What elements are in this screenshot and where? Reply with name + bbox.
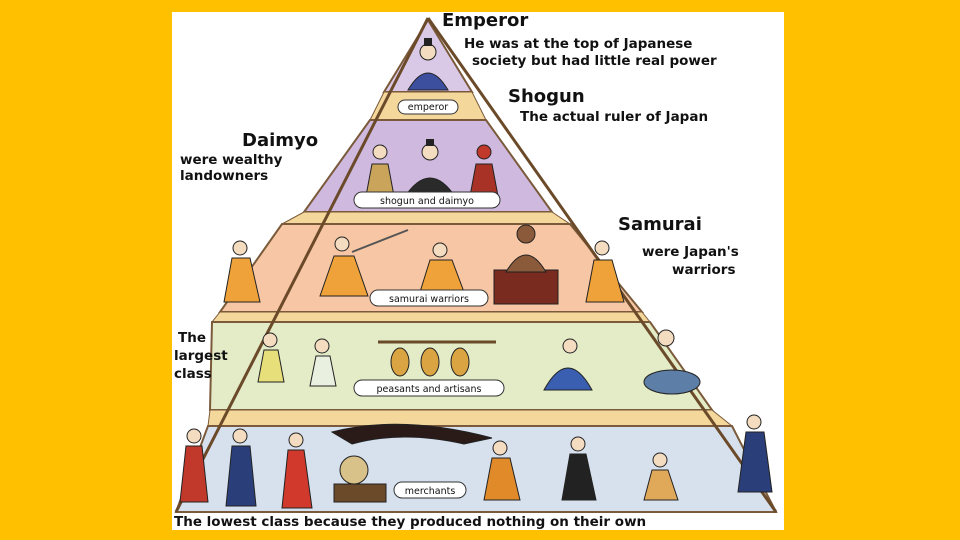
- callout-largest-line-3: class: [174, 366, 212, 382]
- callout-lowest-class: The lowest class because they produced n…: [174, 514, 646, 530]
- callout-largest-class: The largest class: [174, 330, 228, 382]
- callout-samurai-title: Samurai: [618, 214, 702, 235]
- merchant-figures: [179, 414, 773, 509]
- callout-samurai: Samurai were Japan's warriors: [618, 214, 739, 278]
- callout-shogun-title: Shogun: [508, 86, 585, 107]
- callout-daimyo-line-2: landowners: [180, 168, 268, 184]
- tier-caption-merchants: merchants: [393, 481, 467, 499]
- callout-samurai-line-2: warriors: [672, 262, 736, 278]
- tier-caption-emperor: emperor: [397, 99, 459, 115]
- callout-emperor-title: Emperor: [442, 12, 528, 31]
- tier-caption-samurai-text: samurai warriors: [389, 294, 469, 305]
- callout-daimyo-line-1: were wealthy: [180, 152, 283, 168]
- tier-caption-peasants-artisans-text: peasants and artisans: [377, 384, 482, 395]
- callout-emperor-line-2: society but had little real power: [472, 53, 717, 69]
- tier-caption-samurai: samurai warriors: [369, 289, 489, 307]
- samurai-figures: [223, 224, 625, 305]
- peasant-artisan-figures: [257, 329, 701, 395]
- callout-samurai-line-1: were Japan's: [642, 244, 739, 260]
- tier-caption-emperor-text: emperor: [408, 102, 448, 113]
- tier-caption-peasants-artisans: peasants and artisans: [353, 379, 505, 397]
- tier-caption-shogun-daimyo: shogun and daimyo: [353, 191, 501, 209]
- emperor-figure: [407, 38, 449, 91]
- callout-emperor: Emperor He was at the top of Japanese so…: [442, 12, 717, 69]
- callout-shogun: Shogun The actual ruler of Japan: [508, 86, 708, 125]
- pyramid-image-panel: emperor shogun and daimyo samurai warrio…: [172, 12, 784, 530]
- callout-emperor-line-1: He was at the top of Japanese: [464, 36, 692, 52]
- pyramid-left-edge: [174, 17, 430, 513]
- tier-band-4: [207, 409, 734, 427]
- callout-largest-line-2: largest: [174, 348, 228, 364]
- callout-shogun-line-1: The actual ruler of Japan: [520, 109, 708, 125]
- callout-lowest-line-1: The lowest class because they produced n…: [174, 514, 646, 530]
- tier-caption-merchants-text: merchants: [405, 486, 456, 497]
- social-pyramid-diagram: emperor shogun and daimyo samurai warrio…: [174, 12, 778, 530]
- callout-largest-line-1: The: [178, 330, 206, 346]
- callout-daimyo: Daimyo were wealthy landowners: [180, 130, 318, 184]
- callout-daimyo-title: Daimyo: [242, 130, 318, 151]
- tier-caption-shogun-daimyo-text: shogun and daimyo: [380, 196, 474, 207]
